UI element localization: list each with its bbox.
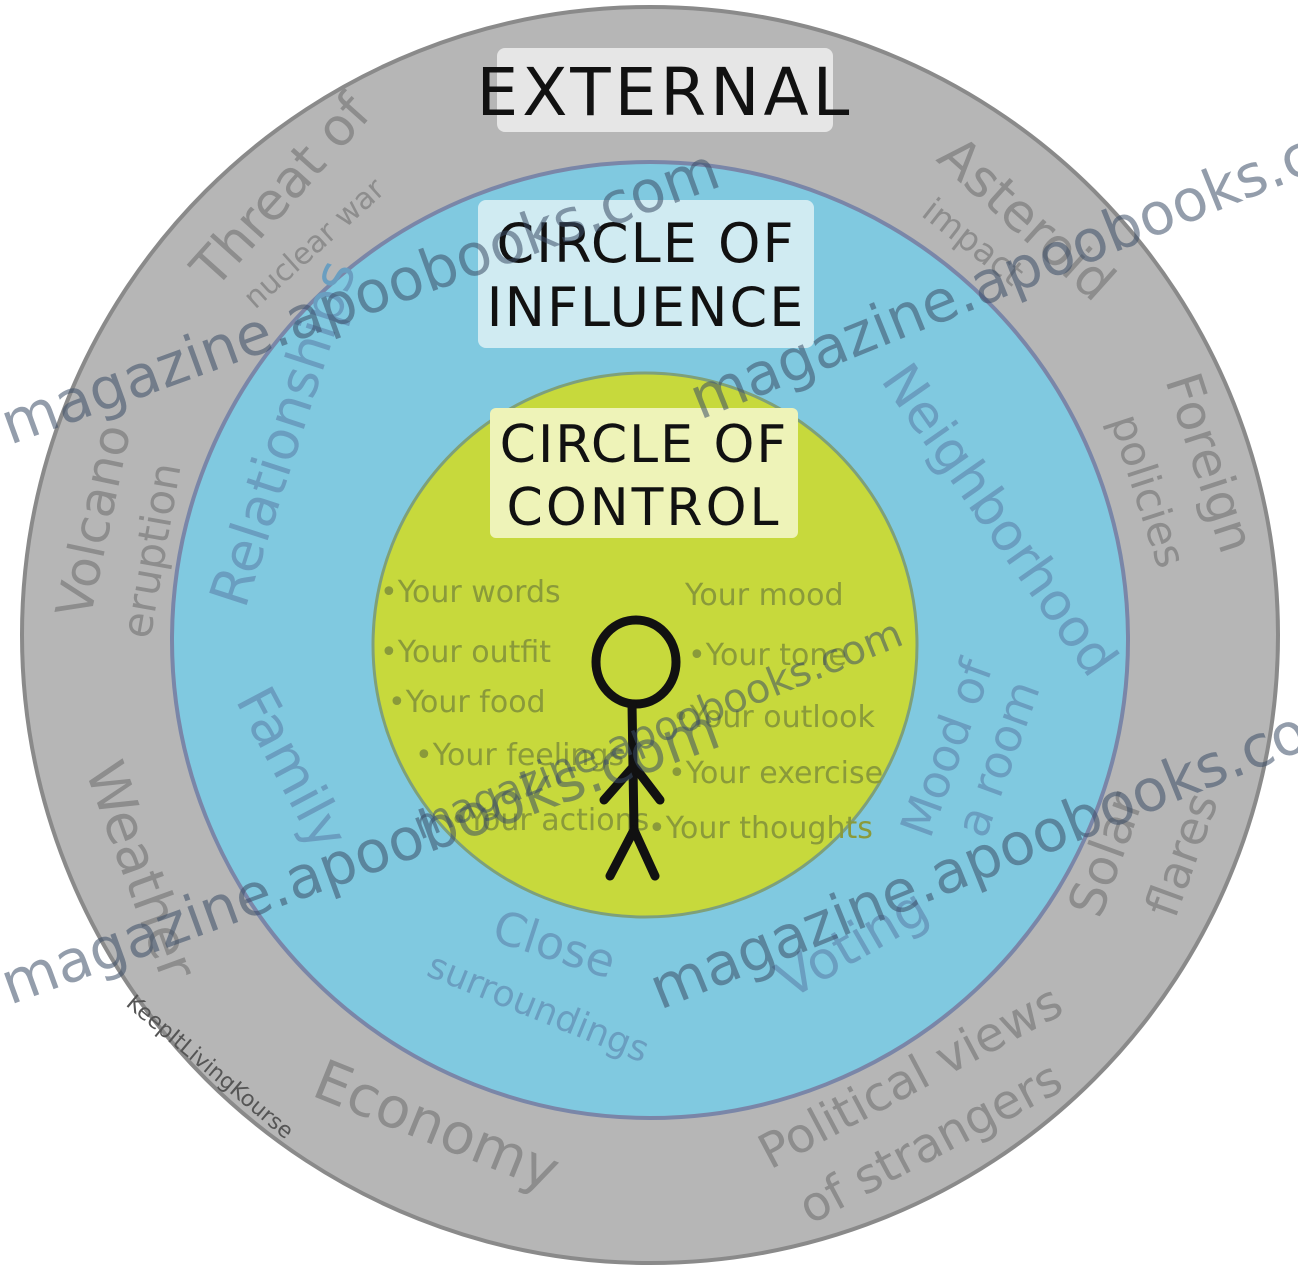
- control-left-item-2: •Your food: [388, 685, 546, 720]
- external-title: EXTERNAL: [477, 54, 854, 131]
- control-title-line1: CIRCLE OF: [500, 415, 789, 475]
- control-title-line2: CONTROL: [507, 478, 782, 538]
- influence-title-line2: INFLUENCE: [487, 276, 806, 339]
- control-left-item-1: •Your outfit: [380, 635, 551, 670]
- control-right-item-0: Your mood: [684, 578, 844, 613]
- control-left-item-0: •Your words: [380, 575, 561, 610]
- control-right-item-4: •Your thoughts: [648, 811, 873, 846]
